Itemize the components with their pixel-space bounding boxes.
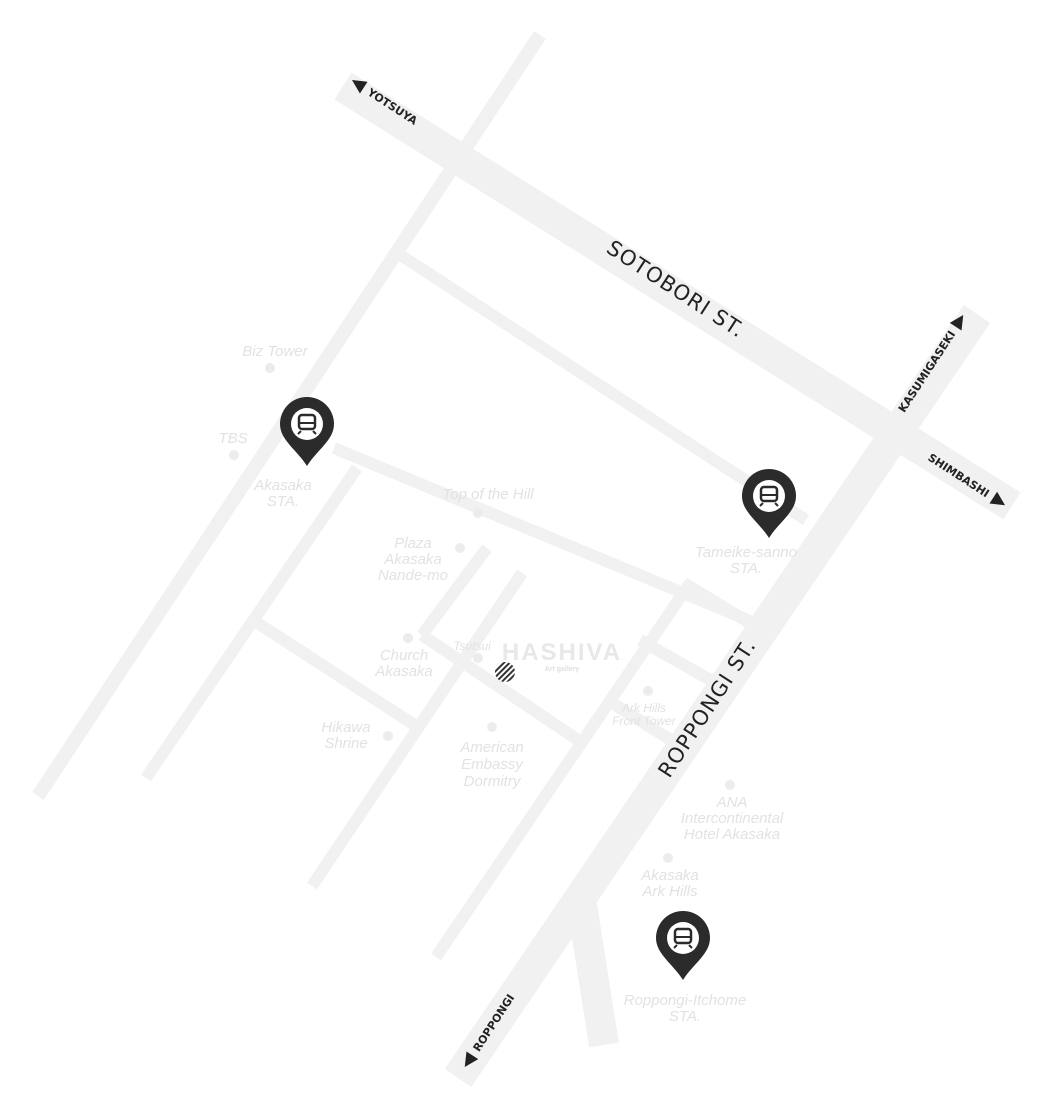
arrow-right-icon [989,491,1006,506]
destination-marker [495,662,515,682]
destination-subtitle: Art gallery [545,666,580,673]
train-icon[interactable] [740,467,798,540]
destination: HASHIVA Art gallery [495,639,622,682]
landmark-top-of-the-hill: Top of the Hill [442,486,534,503]
road-d [418,630,582,745]
road-a [141,464,362,782]
train-icon[interactable] [654,909,712,982]
landmark-tbs: TBS [218,430,247,447]
landmark-biz-tower: Biz Tower [242,343,308,360]
arrow-left-icon [352,80,368,94]
road-north-parallel [398,250,810,526]
street-labels: SOTOBORI ST. ROPPONGI ST. [602,236,760,782]
road-akasaka [331,442,763,631]
train-icon[interactable] [278,395,336,468]
street-label-sotobori: SOTOBORI ST. [602,236,749,343]
road-i [637,634,731,696]
road-b [252,616,420,732]
road-spur [567,902,619,1048]
destination-name: HASHIVA [502,639,622,666]
arrow-right-icon [949,314,964,331]
road-e [307,569,527,890]
road-c [417,544,492,639]
arrow-left-icon [464,1051,479,1068]
roads [32,31,1021,1087]
road-g [680,577,752,628]
landmark-tsutsui: Tsutsui [453,639,491,653]
road-roppongi [444,305,991,1087]
road-h [608,697,694,758]
